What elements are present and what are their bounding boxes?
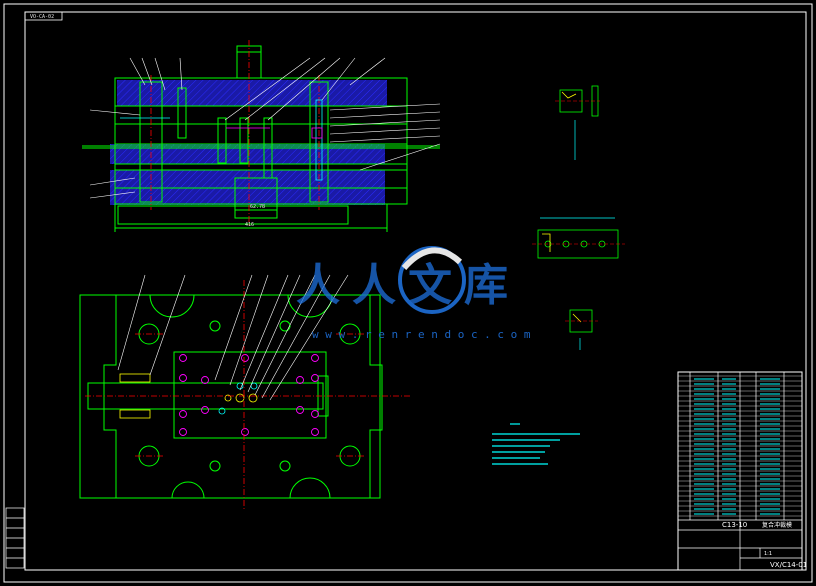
drawing-number-top: C13-10 <box>722 521 747 529</box>
corner-tag-box <box>24 11 63 21</box>
plan-view <box>79 274 410 510</box>
detail-cyan <box>540 120 615 350</box>
dim-label: 62.78 <box>250 204 265 210</box>
title-block: C13-10 复合冲裁模 VX/C14-01 1:1 <box>677 371 807 571</box>
inner-frame <box>24 11 807 571</box>
detail-centerlines <box>532 100 625 322</box>
part-name: 复合冲裁模 <box>762 521 792 529</box>
watermark-url: w w w . r e n r e n d o c . c o m <box>312 328 531 341</box>
dim-label: 416 <box>245 222 254 228</box>
watermark-logo-text: 人人文库 <box>296 260 520 311</box>
outer-frame <box>3 3 813 583</box>
detail-accents <box>542 91 582 323</box>
left-margin-block <box>5 507 25 569</box>
corner-tag: VO-CA-02 <box>30 14 54 20</box>
detail-views <box>537 85 619 333</box>
technical-notes <box>492 423 580 465</box>
section-view: 62.78 416 <box>82 40 441 232</box>
watermark-logo-icon <box>398 246 466 314</box>
drawing-number-bottom: VX/C14-01 <box>770 561 807 569</box>
watermark: 人人文库 w w w . r e n r e n d o c . c o m <box>296 246 531 341</box>
scale-label: 1:1 <box>764 551 772 557</box>
